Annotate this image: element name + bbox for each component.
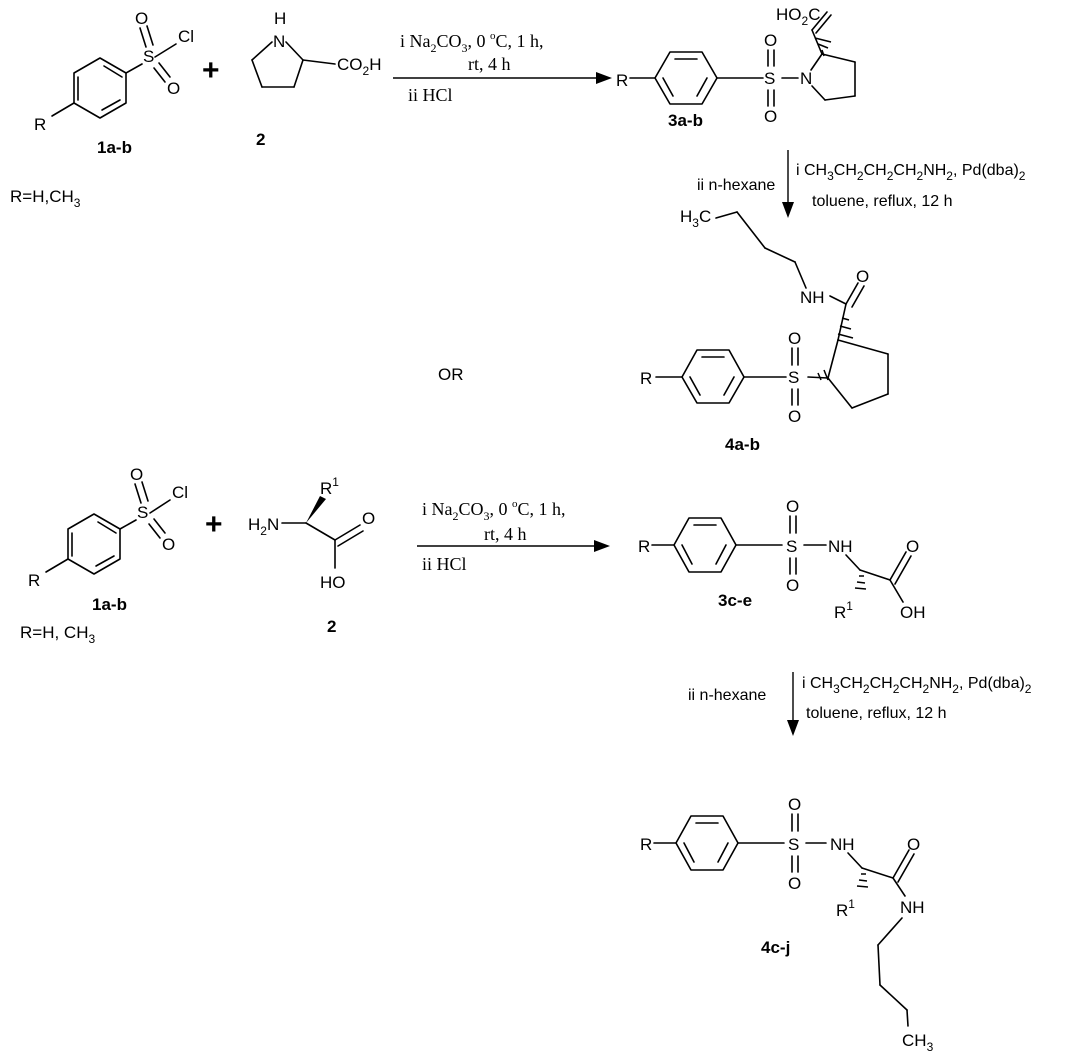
or-separator: OR	[438, 365, 464, 384]
compound-label: 1a-b	[92, 595, 127, 614]
nitrogen-atom: N	[800, 69, 812, 88]
r-group: R	[640, 369, 652, 388]
chlorine-atom: Cl	[178, 27, 194, 46]
oxygen-atom: O	[167, 79, 180, 98]
oxygen-atom: O	[362, 509, 375, 528]
r1-group: R1	[320, 475, 339, 498]
oxygen-atom: O	[162, 535, 175, 554]
compound-label: 3a-b	[668, 111, 703, 130]
carboxyl-group: CO2H	[337, 55, 381, 78]
oxygen-atom: O	[764, 107, 777, 126]
reaction-arrow-1: i Na2CO3, 0 oC, 1 h, rt, 4 h ii HCl	[393, 30, 612, 105]
condition-line: ii n-hexane	[688, 687, 766, 704]
plus-sign: +	[205, 508, 223, 541]
oxygen-atom: O	[130, 465, 143, 484]
oxygen-atom: O	[906, 537, 919, 556]
compound-2-proline: N H CO2H 2	[251, 9, 381, 149]
sulfur-atom: S	[788, 368, 799, 387]
oxygen-atom: O	[856, 267, 869, 286]
condition-line: ii HCl	[408, 85, 453, 105]
condition-line: ii HCl	[422, 554, 467, 574]
sulfur-atom: S	[137, 503, 148, 522]
compound-1ab-bottom: S O O Cl R 1a-b	[28, 465, 188, 614]
benzene-ring	[681, 349, 745, 404]
methyl-group: CH3	[902, 1031, 934, 1054]
hydroxyl-group: OH	[900, 603, 926, 622]
oxygen-atom: O	[786, 576, 799, 595]
r1-group: R1	[834, 599, 853, 622]
oxygen-atom: O	[788, 407, 801, 426]
amide-nh: NH	[800, 288, 825, 307]
compound-label: 2	[327, 617, 336, 636]
compound-label: 4c-j	[761, 938, 790, 957]
compound-3ce: R S O O NH O OH R1 3c-e	[638, 497, 926, 622]
sulfur-atom: S	[786, 537, 797, 556]
amine-nh: NH	[828, 537, 853, 556]
oxygen-atom: O	[764, 31, 777, 50]
compound-4ab: H3C NH O S O O R 4a-b	[640, 207, 889, 454]
methyl-group: H3C	[680, 207, 711, 230]
benzene-ring	[73, 57, 127, 119]
r-group: R	[640, 835, 652, 854]
compound-label: 4a-b	[725, 435, 760, 454]
condition-line: rt, 4 h	[468, 54, 511, 74]
compound-3ab: R S O O N HO2C 3a-b	[616, 5, 856, 130]
condition-line: i CH3CH2CH2CH2NH2, Pd(dba)2	[802, 675, 1032, 696]
oxygen-atom: O	[135, 9, 148, 28]
oxygen-atom: O	[788, 329, 801, 348]
sulfur-atom: S	[764, 69, 775, 88]
compound-1ab-top: S O O Cl R 1a-b	[34, 9, 194, 157]
r1-group: R1	[836, 897, 855, 920]
hydrogen-atom: H	[274, 9, 286, 28]
plus-sign: +	[202, 54, 220, 87]
compound-2-amino-acid: H2N R1 O HO 2	[248, 475, 375, 636]
reaction-arrow-3: i Na2CO3, 0 oC, 1 h, rt, 4 h ii HCl	[417, 498, 610, 574]
nitrogen-atom: N	[273, 32, 285, 51]
sulfur-atom: S	[788, 835, 799, 854]
benzene-ring	[67, 513, 121, 575]
condition-line: i Na2CO3, 0 oC, 1 h,	[422, 498, 566, 523]
sulfur-atom: S	[143, 47, 154, 66]
condition-line: rt, 4 h	[484, 524, 527, 544]
compound-label: 2	[256, 130, 265, 149]
oxygen-atom: O	[788, 874, 801, 893]
chlorine-atom: Cl	[172, 483, 188, 502]
oxygen-atom: O	[788, 795, 801, 814]
compound-label: 1a-b	[97, 138, 132, 157]
r-definition: R=H, CH3	[20, 623, 95, 646]
compound-label: 3c-e	[718, 591, 752, 610]
oxygen-atom: O	[786, 497, 799, 516]
condition-line: i CH3CH2CH2CH2NH2, Pd(dba)2	[796, 162, 1026, 183]
r-group: R	[34, 115, 46, 134]
amide-nh: NH	[900, 898, 925, 917]
r-definition: R=H,CH3	[10, 187, 81, 210]
oxygen-atom: O	[907, 835, 920, 854]
condition-line: ii n-hexane	[697, 177, 775, 194]
r-group: R	[28, 571, 40, 590]
condition-line: toluene, reflux, 12 h	[812, 193, 953, 210]
condition-line: i Na2CO3, 0 oC, 1 h,	[400, 30, 544, 55]
amine-group: H2N	[248, 515, 279, 538]
hydroxyl-group: HO	[320, 573, 346, 592]
carboxyl-group: HO2C	[776, 5, 820, 28]
r-group: R	[616, 71, 628, 90]
compound-4cj: R S O O NH O NH R1 CH3 4c-j	[640, 795, 934, 1054]
r-group: R	[638, 537, 650, 556]
amine-nh: NH	[830, 835, 855, 854]
reaction-arrow-4: ii n-hexane i CH3CH2CH2CH2NH2, Pd(dba)2 …	[688, 672, 1032, 736]
reaction-arrow-2: ii n-hexane i CH3CH2CH2CH2NH2, Pd(dba)2 …	[697, 150, 1026, 218]
condition-line: toluene, reflux, 12 h	[806, 705, 947, 722]
